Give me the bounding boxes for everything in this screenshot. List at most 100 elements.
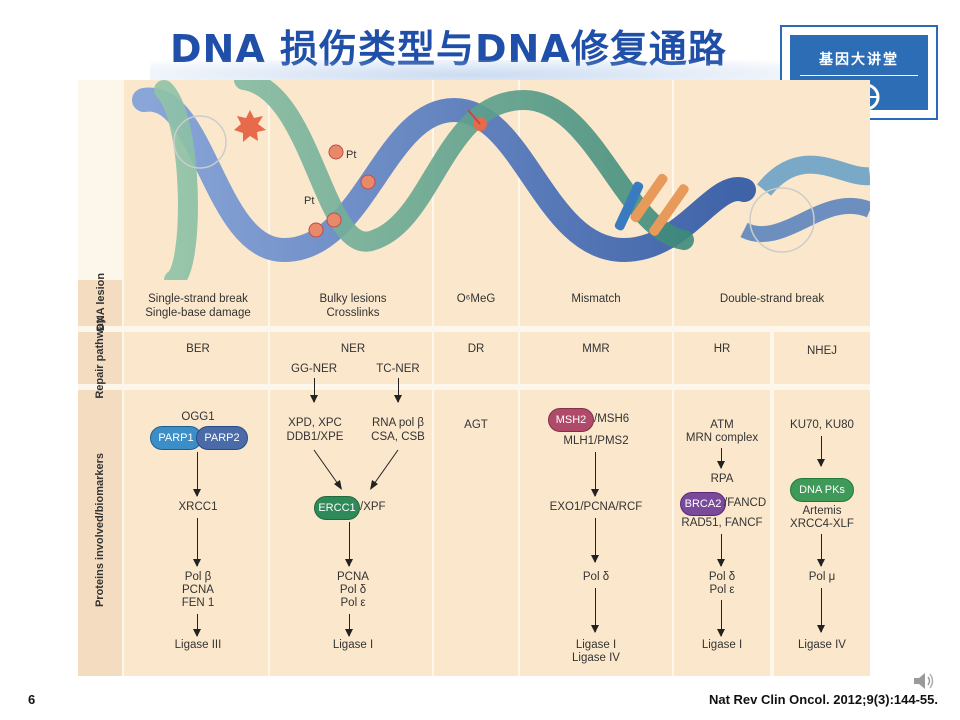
hr-fancd: /FANCD [724, 497, 767, 509]
row-label-proteins: Proteins involved/biomarkers [94, 452, 106, 608]
ner-pathway: NER [340, 343, 366, 355]
nhej-ku: KU70, KU80 [790, 419, 854, 431]
row-header-lesion [78, 280, 122, 326]
parp2-pill: PARP2 [196, 426, 248, 450]
ber-arrow [193, 518, 201, 567]
ner-arrow [345, 522, 353, 567]
hr-rpa: RPA [710, 473, 734, 485]
guanine-marker [326, 212, 342, 228]
dna-strand-green [154, 80, 694, 280]
dna-helix-illustration: Pt Pt [132, 80, 870, 280]
nhej-arrow [817, 534, 825, 567]
ber-ogg1: OGG1 [181, 411, 215, 423]
dr-pathway: DR [467, 343, 485, 355]
nhej-artemis: Artemis [802, 505, 842, 517]
break-highlight-circle [173, 115, 227, 169]
mmr-arrow [591, 518, 599, 563]
nhej-arrow [817, 436, 825, 467]
ner-converging-arrows [313, 449, 399, 490]
ber-lesion-line2: Single-base damage [145, 307, 251, 319]
nhej-arrow [817, 588, 825, 633]
ber-ligase: Ligase III [174, 639, 222, 651]
ber-pcna: PCNA [182, 584, 214, 596]
hr-pol-delta: Pol δ [708, 571, 736, 583]
ner-xpf: /XPF [360, 501, 386, 513]
guanine-marker [360, 174, 376, 190]
pt-label-bottom: Pt [304, 195, 314, 207]
ner-arrow [345, 614, 353, 637]
row-label-pathway: Repair pathway [94, 317, 106, 399]
dna-strand-right [756, 155, 870, 196]
ner-arrow [310, 378, 318, 403]
dna-strand-blue [132, 87, 756, 263]
column-dr-bg [434, 80, 518, 676]
nhej-xrcc4: XRCC4-XLF [790, 518, 854, 530]
mmr-lesion: Mismatch [571, 293, 621, 305]
ner-arrow [394, 378, 402, 403]
hr-ligase: Ligase I [701, 639, 743, 651]
column-ner-bg [270, 80, 432, 676]
brca2-pill: BRCA2 [680, 492, 726, 516]
hr-rad51: RAD51, FANCF [681, 517, 763, 529]
ber-fen1: FEN 1 [181, 597, 215, 609]
ber-pol-beta: Pol β [184, 571, 212, 583]
mmr-msh6: /MSH6 [594, 413, 630, 425]
row-separator [78, 326, 870, 332]
hr-pol-epsilon: Pol ε [709, 584, 735, 596]
mmr-ligase1: Ligase I [575, 639, 617, 651]
pt-label-top: Pt [346, 149, 356, 161]
ner-ligase: Ligase I [332, 639, 374, 651]
speaker-icon[interactable] [912, 672, 936, 690]
mmr-pathway: MMR [582, 343, 610, 355]
dr-lesion: O⁶MeG [456, 293, 496, 305]
mmr-ligase4: Ligase IV [572, 652, 620, 664]
ber-pathway: BER [186, 343, 210, 355]
ner-lesion-line1: Bulky lesions [319, 293, 387, 305]
citation: Nat Rev Clin Oncol. 2012;9(3):144-55. [708, 692, 938, 707]
nhej-pol-mu: Pol μ [808, 571, 836, 583]
mismatch-base-orange [630, 173, 668, 223]
guanine-marker [308, 222, 324, 238]
dsb-lesion: Double-strand break [719, 293, 825, 305]
ercc1-pill: ERCC1 [314, 496, 360, 520]
ner-rna-pol: RNA pol β [372, 417, 424, 429]
page-number: 6 [28, 692, 36, 707]
dna-pks-pill: DNA PKs [790, 478, 854, 502]
mmr-mlh1: MLH1/PMS2 [563, 435, 629, 447]
mmr-exo1: EXO1/PCNA/RCF [549, 501, 643, 513]
ner-pol-delta: Pol δ [339, 584, 367, 596]
row-header-proteins [78, 390, 122, 676]
hr-arrow [717, 534, 725, 567]
hr-arrow [717, 600, 725, 637]
ner-tc-ner: TC-NER [376, 363, 420, 375]
ner-gg-ner: GG-NER [291, 363, 337, 375]
guanine-marker [328, 144, 344, 160]
mmr-arrow [591, 588, 599, 633]
ner-xpd-xpc: XPD, XPC [288, 417, 342, 429]
ner-pcna: PCNA [337, 571, 369, 583]
ner-lesion-line2: Crosslinks [326, 307, 380, 319]
ner-ddb1-xpe: DDB1/XPE [286, 431, 344, 443]
dna-repair-figure: DNA lesion Repair pathway Proteins invol… [78, 80, 870, 676]
dna-strand-right-2 [740, 197, 870, 243]
hr-pathway: HR [713, 343, 731, 355]
msh2-pill: MSH2 [548, 408, 594, 432]
row-separator [78, 384, 870, 390]
ber-arrow [193, 614, 201, 637]
nhej-ligase: Ligase IV [798, 639, 846, 651]
mmr-arrow [591, 452, 599, 497]
nhej-pathway: NHEJ [806, 345, 838, 357]
row-header-pathway [78, 330, 122, 386]
parp1-pill: PARP1 [150, 426, 202, 450]
dr-agt: AGT [464, 419, 488, 431]
hr-atm: ATM [710, 419, 734, 431]
logo-text: 基因大讲堂 [819, 52, 899, 68]
hr-arrow [717, 448, 725, 469]
dsb-highlight-circle [749, 187, 815, 253]
mismatch-base-blue [614, 181, 644, 231]
logo-divider [800, 75, 918, 76]
damage-burst-icon [234, 110, 266, 142]
ner-csa-csb: CSA, CSB [371, 431, 425, 443]
ner-pol-epsilon: Pol ε [340, 597, 366, 609]
ber-xrcc1: XRCC1 [178, 501, 218, 513]
